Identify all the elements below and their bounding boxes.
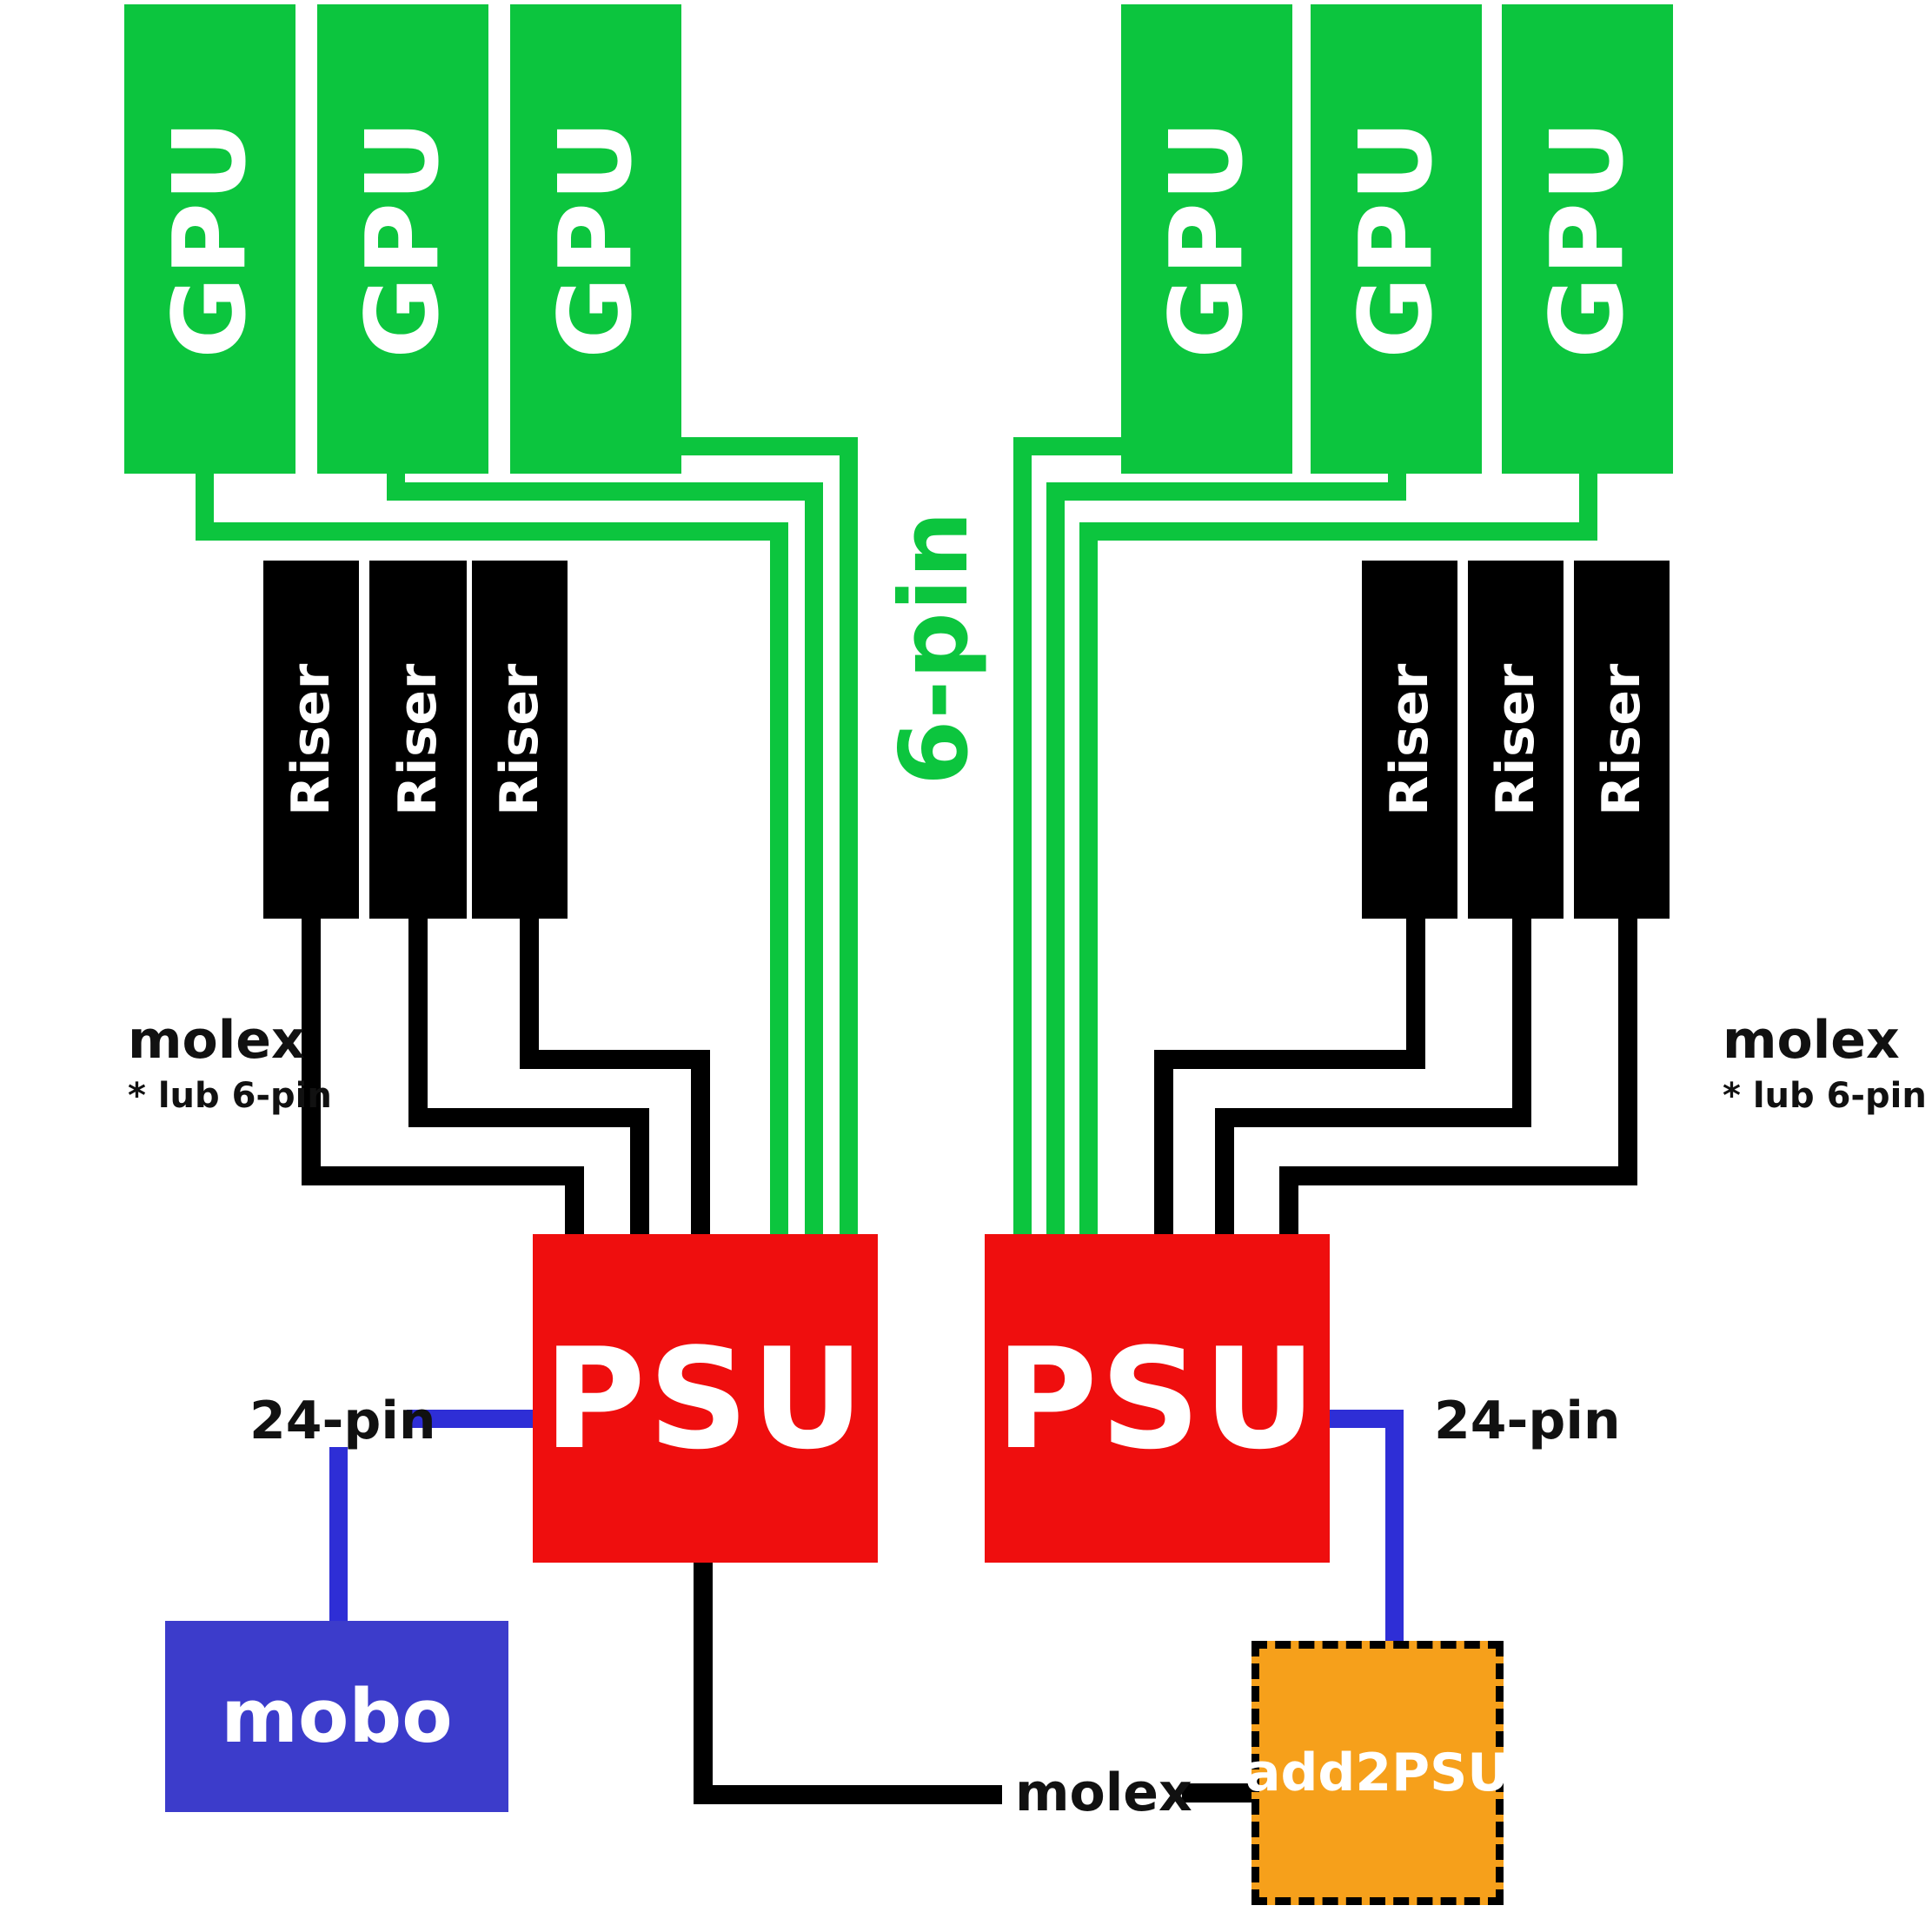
cable-24pin-right-drop [1385, 1428, 1404, 1641]
cable-molex-right-riser6-drop [1279, 1166, 1298, 1234]
cable-molex-left-riser3-stub [520, 919, 539, 1069]
cable-6pin-left-gpu2-run [387, 482, 823, 501]
six-pin-label-group: 6-pin [869, 482, 999, 813]
cable-molex-right-riser5-stub [1512, 919, 1531, 1127]
cable-molex-right-riser5-run [1215, 1108, 1531, 1127]
psu-label: PSU [543, 1317, 867, 1480]
cable-6pin-left-gpu1-run [196, 522, 788, 541]
cable-molex-left-riser2-drop [630, 1108, 649, 1234]
molex-label-right: molex [1723, 1010, 1900, 1071]
cable-molex-bottom-stub [1182, 1783, 1251, 1803]
pin24-label-right: 24-pin [1434, 1391, 1621, 1451]
pin24-label-left: 24-pin [249, 1391, 436, 1451]
cable-molex-left-riser2-stub [408, 919, 428, 1127]
cable-6pin-left-gpu3-drop [840, 437, 858, 1234]
riser-box: Riser [263, 561, 359, 919]
cable-molex-left-riser1-drop [565, 1166, 584, 1234]
cable-molex-left-riser3-drop [691, 1050, 710, 1234]
cable-6pin-left-gpu2-drop [805, 482, 823, 1234]
riser-box: Riser [1468, 561, 1564, 919]
riser-label: Riser [281, 663, 342, 816]
riser-box: Riser [1574, 561, 1670, 919]
cable-molex-left-riser3-run [520, 1050, 710, 1069]
molex-label-left: molex [128, 1010, 305, 1071]
cable-6pin-right-gpu5-drop [1046, 482, 1065, 1234]
cable-6pin-right-gpu6-drop [1079, 522, 1098, 1234]
molex-note-left: * lub 6-pin [128, 1076, 332, 1116]
cable-molex-bottom-run [694, 1785, 1002, 1804]
gpu-box: GPU [1121, 4, 1292, 474]
gpu-box: GPU [124, 4, 295, 474]
mobo-label: mobo [221, 1673, 453, 1760]
cable-24pin-left-drop [329, 1447, 348, 1621]
cable-molex-right-riser4-stub [1406, 919, 1425, 1069]
riser-label: Riser [1379, 663, 1441, 816]
psu-box-left: PSU [533, 1234, 878, 1563]
cable-6pin-left-gpu3-run [681, 437, 858, 455]
cable-6pin-left-gpu1-drop [770, 522, 788, 1234]
mobo-box: mobo [165, 1621, 508, 1812]
six-pin-label: 6-pin [880, 509, 989, 786]
cable-6pin-right-gpu4-run [1013, 437, 1121, 455]
cable-6pin-right-gpu5-run [1046, 482, 1406, 501]
psu-label: PSU [995, 1317, 1319, 1480]
riser-box: Riser [472, 561, 568, 919]
gpu-label: GPU [1338, 119, 1455, 359]
add2psu-label: add2PSU [1245, 1743, 1510, 1803]
cable-molex-right-riser4-run [1154, 1050, 1425, 1069]
cable-molex-right-riser5-drop [1215, 1108, 1234, 1234]
molex-label-bottom: molex [1015, 1763, 1192, 1823]
gpu-label: GPU [1148, 119, 1265, 359]
cable-6pin-right-gpu4-drop [1013, 437, 1032, 1234]
psu-box-right: PSU [985, 1234, 1330, 1563]
gpu-box: GPU [1311, 4, 1482, 474]
riser-box: Riser [1362, 561, 1457, 919]
riser-label: Riser [1485, 663, 1547, 816]
gpu-label: GPU [344, 119, 461, 359]
cable-molex-bottom-drop [694, 1563, 713, 1804]
gpu-box: GPU [317, 4, 488, 474]
riser-label: Riser [388, 663, 449, 816]
cable-molex-left-riser1-run [302, 1166, 584, 1185]
gpu-label: GPU [1529, 119, 1646, 359]
gpu-box: GPU [1502, 4, 1673, 474]
riser-label: Riser [1591, 663, 1653, 816]
cable-molex-right-riser6-stub [1618, 919, 1637, 1185]
gpu-box: GPU [510, 4, 681, 474]
cable-6pin-right-gpu6-run [1079, 522, 1597, 541]
riser-box: Riser [369, 561, 467, 919]
cable-24pin-right-run [1330, 1410, 1404, 1428]
riser-label: Riser [489, 663, 551, 816]
cable-molex-left-riser2-run [408, 1108, 649, 1127]
gpu-label: GPU [151, 119, 269, 359]
cable-molex-left-riser1-stub [302, 919, 321, 1185]
cable-molex-right-riser6-run [1279, 1166, 1637, 1185]
gpu-label: GPU [537, 119, 654, 359]
cable-molex-right-riser4-drop [1154, 1050, 1173, 1234]
cable-24pin-left-run [407, 1410, 533, 1428]
add2psu-box: add2PSU [1245, 1641, 1510, 1905]
molex-note-right: * lub 6-pin [1723, 1076, 1927, 1116]
